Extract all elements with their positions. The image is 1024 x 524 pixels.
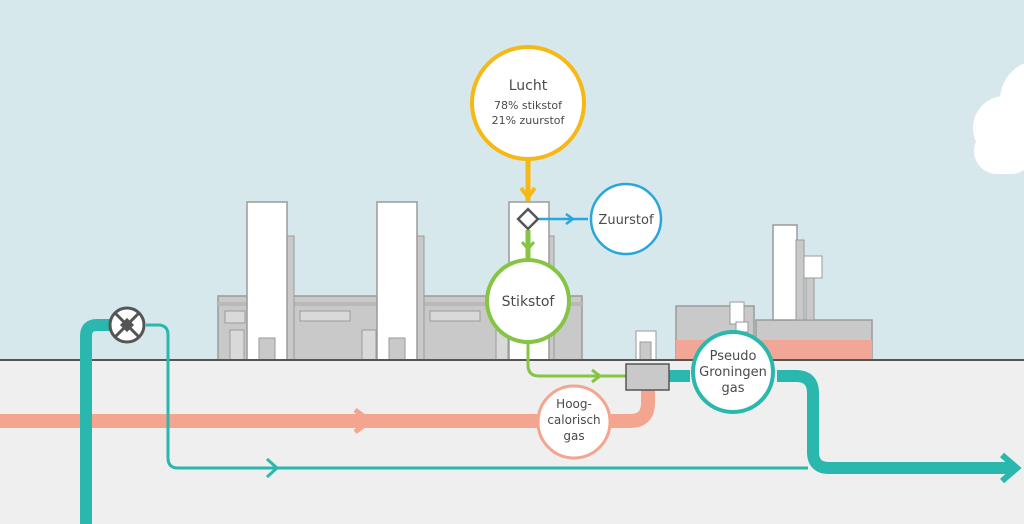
air-node: Lucht 78% stikstof 21% zuurstof [470,45,586,161]
flow-arrow-icon [565,212,576,226]
flow-arrow-icon [519,186,537,201]
high-cal-line-1: Hoog- [556,397,592,411]
pseudo-groningen-gas-node: Pseudo Groningen gas [691,330,775,414]
outlet-pipe [669,370,1022,484]
ground [0,360,1024,524]
flow-arrow-icon [1000,452,1022,484]
blending-station [635,224,873,361]
oxygen-label: Zuurstof [598,213,654,228]
high-cal-line-3: gas [563,429,584,443]
pseudo-line-2: Groningen [699,365,767,380]
oxygen-node: Zuurstof [589,182,663,256]
mixing-valve-icon [516,207,540,231]
nitrogen-line [520,230,626,384]
air-nitrogen-share: 78% stikstof [494,99,563,112]
cloud-icon [973,63,1024,174]
nitrogen-node: Stikstof [485,258,571,344]
blending-unit [625,363,670,391]
air-oxygen-share: 21% zuurstof [492,114,566,127]
flow-arrow-icon [591,368,603,384]
air-feed-line [519,160,537,201]
bypass-line [146,323,808,479]
pseudo-line-1: Pseudo [710,349,757,364]
high-cal-line-2: calorisch [547,413,600,427]
nitrogen-label: Stikstof [502,294,556,310]
oxygen-line [539,212,588,226]
flow-arrow-icon [353,407,375,435]
flow-arrow-icon [265,457,280,479]
air-title: Lucht [509,78,548,94]
high-calorific-gas-node: Hoog- calorisch gas [536,384,612,460]
pseudo-line-3: gas [722,381,745,396]
inlet-pipe [80,319,112,524]
valve-icon [108,306,146,344]
flow-arrow-icon [520,241,536,252]
